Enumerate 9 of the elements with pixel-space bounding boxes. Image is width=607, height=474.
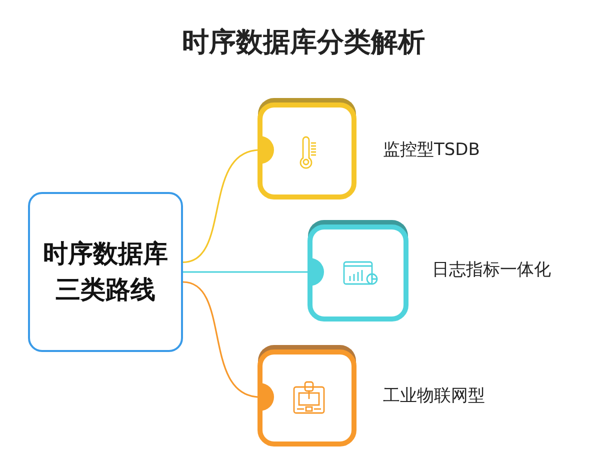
icon-card [256,96,358,200]
topic-box: 时序数据库三类路线 [28,192,183,352]
node-caption: 监控型TSDB [383,139,480,161]
icon-card [306,218,410,322]
icon-card [256,343,358,447]
node-caption: 工业物联网型 [383,385,485,407]
title: 时序数据库分类解析 [181,26,426,60]
connector [183,271,310,273]
node-caption: 日志指标一体化 [432,259,551,281]
